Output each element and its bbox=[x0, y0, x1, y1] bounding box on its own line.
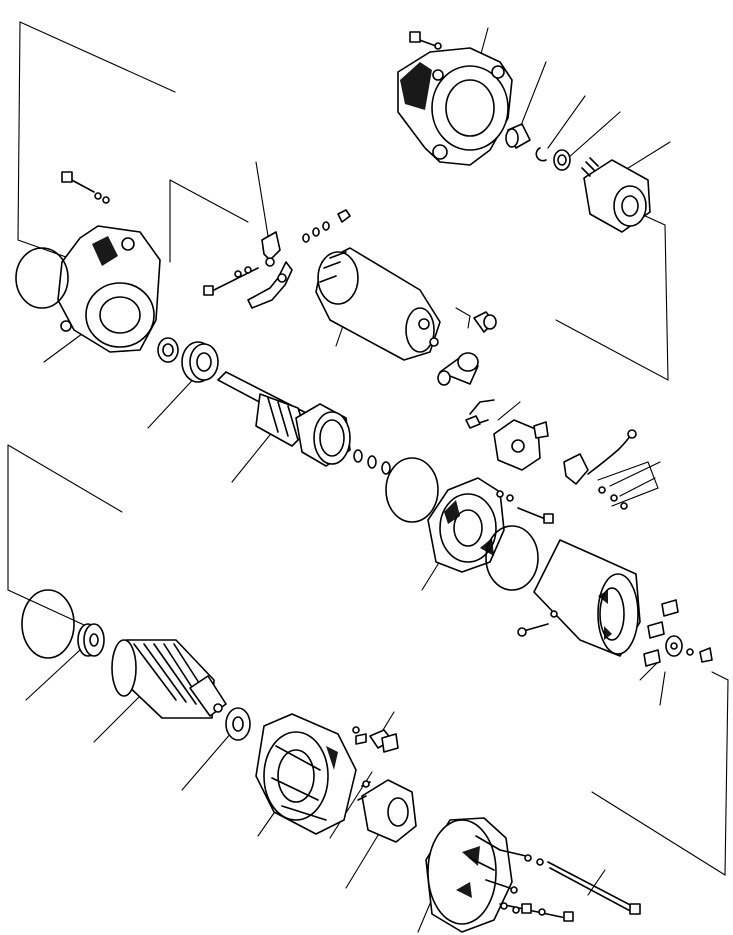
pinion-clutch bbox=[581, 157, 651, 233]
gear-housing-oring bbox=[15, 247, 69, 309]
shift-lever bbox=[247, 231, 293, 309]
stop-collar bbox=[553, 149, 571, 171]
rear-cover bbox=[425, 817, 513, 933]
through-bolt bbox=[547, 861, 641, 915]
bearing-small bbox=[157, 337, 179, 363]
solenoid-terminal bbox=[473, 311, 497, 333]
snap-ring bbox=[535, 147, 547, 162]
shaft-washers bbox=[353, 449, 391, 475]
armature bbox=[111, 639, 227, 719]
armature-bearing-front bbox=[77, 623, 105, 657]
center-bracket bbox=[427, 477, 505, 573]
armature-oring bbox=[21, 589, 75, 659]
solenoid-nuts-washers bbox=[302, 209, 351, 243]
armature-bearing-rear bbox=[225, 707, 251, 741]
internal-gear bbox=[295, 403, 351, 467]
gear-housing bbox=[57, 225, 161, 353]
solenoid-plunger bbox=[437, 352, 479, 386]
center-oring bbox=[385, 457, 439, 523]
yoke-oring bbox=[485, 525, 539, 591]
brush-holder-plate bbox=[255, 713, 357, 835]
bearing-large bbox=[181, 341, 219, 383]
bushing bbox=[505, 123, 531, 149]
brush-spring-parts bbox=[352, 726, 399, 753]
brush-plate-small bbox=[357, 779, 417, 843]
group-bracket-lines bbox=[7, 21, 729, 876]
solenoid-switch bbox=[315, 247, 441, 361]
gear-housing-bolt bbox=[61, 171, 110, 204]
drive-housing bbox=[397, 47, 513, 166]
lead-wire bbox=[563, 429, 637, 510]
drive-shaft bbox=[217, 371, 321, 447]
yoke-frame bbox=[533, 539, 641, 657]
rear-cover-screws bbox=[485, 849, 574, 922]
lever-pivot-bolt bbox=[203, 266, 259, 296]
field-terminal-parts bbox=[643, 599, 713, 667]
housing-bolt bbox=[409, 31, 442, 50]
bracket-bolt bbox=[496, 490, 554, 524]
brush-holder-assembly bbox=[465, 399, 549, 471]
yoke-screw bbox=[517, 623, 549, 637]
